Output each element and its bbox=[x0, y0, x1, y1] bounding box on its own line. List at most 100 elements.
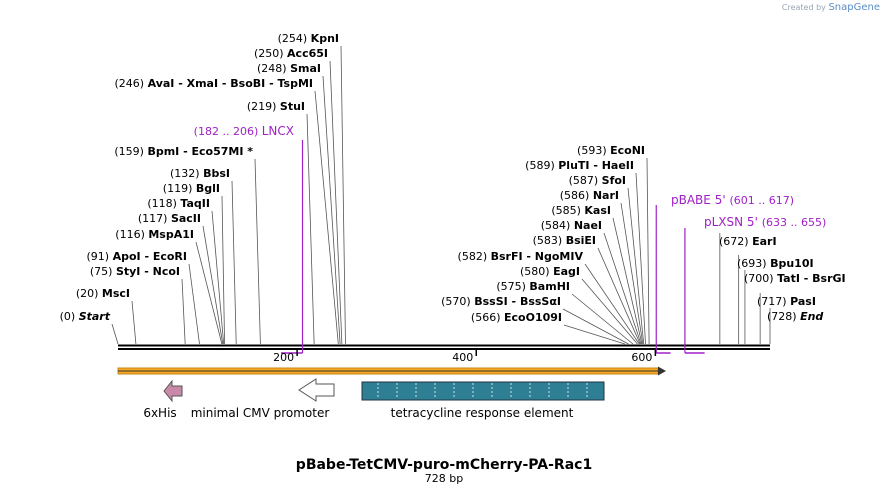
enzyme-label: (693) Bpu10I bbox=[737, 257, 814, 270]
tre-feature[interactable] bbox=[361, 381, 605, 401]
enzyme-site-18[interactable]: (580) EagI bbox=[520, 265, 638, 345]
enzyme-position: (586) bbox=[560, 189, 593, 202]
orf-arrow[interactable] bbox=[117, 366, 666, 376]
his-tag-label: 6xHis bbox=[143, 406, 176, 420]
enzyme-leader-line bbox=[211, 210, 225, 345]
tre-label: tetracycline response element bbox=[391, 406, 574, 420]
enzyme-leader-line bbox=[597, 247, 641, 345]
enzyme-name: BamHI bbox=[529, 280, 570, 293]
enzyme-site-22[interactable]: (585) KasI bbox=[551, 204, 643, 345]
enzyme-name: StyI - NcoI bbox=[116, 265, 180, 278]
primer-annotations: (182 .. 206) LNCX pBABE 5' (601 .. 617)pL… bbox=[194, 124, 827, 354]
enzyme-site-13[interactable]: (250) Acc65I bbox=[254, 47, 343, 345]
enzyme-label: (570) BssSI - BssSαI bbox=[441, 295, 561, 308]
enzyme-site-30[interactable]: (717) PasI bbox=[757, 293, 816, 344]
enzyme-site-17[interactable]: (575) BamHI bbox=[496, 280, 634, 345]
enzyme-site-1[interactable]: (20) MscI bbox=[76, 287, 137, 345]
enzyme-name: MscI bbox=[102, 287, 130, 300]
enzyme-leader-line bbox=[584, 263, 640, 345]
enzyme-site-8[interactable]: (132) BbsI bbox=[170, 167, 237, 345]
enzyme-leader-line bbox=[571, 293, 634, 345]
enzyme-label: (587) SfoI bbox=[569, 174, 626, 187]
enzyme-label: (248) SmaI bbox=[257, 62, 321, 75]
created-by-text: Created by bbox=[781, 3, 826, 12]
enzyme-position: (119) bbox=[163, 182, 196, 195]
enzyme-site-25[interactable]: (589) PluTI - HaeII bbox=[525, 159, 646, 345]
primer-range: (633 .. 655) bbox=[762, 216, 827, 229]
enzyme-site-4[interactable]: (116) MspA1I bbox=[115, 228, 223, 345]
enzyme-position: (582) bbox=[458, 250, 491, 263]
enzyme-site-20[interactable]: (583) BsiEI bbox=[533, 234, 641, 345]
enzyme-site-7[interactable]: (119) BglI bbox=[163, 182, 225, 345]
enzyme-position: (219) bbox=[247, 100, 280, 113]
enzyme-label: (117) SacII bbox=[138, 212, 201, 225]
enzyme-position: (248) bbox=[257, 62, 290, 75]
enzyme-name: EcoNI bbox=[610, 144, 645, 157]
enzyme-site-0[interactable]: (0) Start bbox=[60, 310, 119, 345]
enzyme-site-15[interactable]: (566) EcoO109I bbox=[471, 311, 626, 345]
enzyme-label: (20) MscI bbox=[76, 287, 130, 300]
enzyme-leader-line bbox=[563, 324, 626, 345]
enzyme-label: (585) KasI bbox=[551, 204, 611, 217]
enzyme-leader-line bbox=[181, 278, 186, 345]
enzyme-leader-line bbox=[627, 187, 645, 345]
enzyme-name: ApoI - EcoRI bbox=[113, 250, 187, 263]
enzyme-site-3[interactable]: (91) ApoI - EcoRI bbox=[87, 250, 200, 345]
enzyme-site-11[interactable]: (246) AvaI - XmaI - BsoBI - TspMI bbox=[115, 77, 339, 345]
his-tag-feature[interactable] bbox=[163, 379, 183, 403]
enzyme-name: KpnI bbox=[311, 32, 339, 45]
enzyme-label: (246) AvaI - XmaI - BsoBI - TspMI bbox=[115, 77, 314, 90]
enzyme-site-10[interactable]: (219) StuI bbox=[247, 100, 315, 345]
enzyme-name: NarI bbox=[593, 189, 619, 202]
enzyme-leader-line bbox=[195, 241, 223, 345]
enzyme-name: SacII bbox=[171, 212, 201, 225]
enzyme-label: (132) BbsI bbox=[170, 167, 230, 180]
enzyme-name: EagI bbox=[553, 265, 580, 278]
enzyme-site-26[interactable]: (593) EcoNI bbox=[577, 144, 650, 345]
enzyme-position: (132) bbox=[170, 167, 203, 180]
enzyme-site-24[interactable]: (587) SfoI bbox=[569, 174, 645, 345]
enzyme-site-2[interactable]: (75) StyI - NcoI bbox=[90, 265, 186, 345]
enzyme-site-21[interactable]: (584) NaeI bbox=[541, 219, 642, 345]
enzyme-leader-line bbox=[646, 157, 650, 345]
enzyme-position: (728) bbox=[767, 310, 800, 323]
enzyme-position: (672) bbox=[719, 235, 752, 248]
ruler-tick-label: 400 bbox=[452, 351, 473, 364]
primer-1[interactable]: pBABE 5' (601 .. 617) bbox=[655, 193, 794, 354]
enzyme-name: TatI - BsrGI bbox=[777, 272, 846, 285]
cmv-promoter-feature[interactable] bbox=[298, 378, 335, 402]
enzyme-site-14[interactable]: (254) KpnI bbox=[278, 32, 346, 345]
enzyme-label: (116) MspA1I bbox=[115, 228, 194, 241]
enzyme-site-29[interactable]: (700) TatI - BsrGI bbox=[744, 270, 846, 344]
primer-name: pLXSN 5' bbox=[704, 215, 762, 229]
enzyme-label: (118) TaqII bbox=[147, 197, 210, 210]
enzyme-site-28[interactable]: (693) Bpu10I bbox=[737, 255, 814, 344]
enzyme-position: (717) bbox=[757, 295, 790, 308]
enzyme-name: BpmI - Eco57MI * bbox=[147, 145, 253, 158]
enzyme-leader-line bbox=[231, 180, 237, 345]
enzyme-site-6[interactable]: (118) TaqII bbox=[147, 197, 225, 345]
enzyme-position: (250) bbox=[254, 47, 287, 60]
primer-0[interactable]: (182 .. 206) LNCX bbox=[194, 124, 304, 354]
enzyme-site-31[interactable]: (728) End bbox=[767, 308, 823, 344]
enzyme-label: (75) StyI - NcoI bbox=[90, 265, 180, 278]
enzyme-sites: (0) Start(20) MscI(75) StyI - NcoI(91) A… bbox=[60, 32, 846, 345]
enzyme-site-5[interactable]: (117) SacII bbox=[138, 212, 224, 345]
enzyme-site-23[interactable]: (586) NarI bbox=[560, 189, 644, 345]
enzyme-site-27[interactable]: (672) EarI bbox=[719, 233, 777, 344]
enzyme-label: (254) KpnI bbox=[278, 32, 339, 45]
primer-2[interactable]: pLXSN 5' (633 .. 655) bbox=[684, 215, 827, 354]
enzyme-position: (589) bbox=[525, 159, 558, 172]
enzyme-site-19[interactable]: (582) BsrFI - NgoMIV bbox=[458, 250, 640, 345]
enzyme-label: (250) Acc65I bbox=[254, 47, 328, 60]
enzyme-site-12[interactable]: (248) SmaI bbox=[257, 62, 341, 345]
enzyme-position: (246) bbox=[115, 77, 148, 90]
enzyme-leader-line bbox=[306, 113, 315, 345]
enzyme-label: (580) EagI bbox=[520, 265, 580, 278]
enzyme-site-9[interactable]: (159) BpmI - Eco57MI * bbox=[114, 145, 261, 345]
enzyme-leader-line bbox=[620, 202, 644, 345]
enzyme-leader-line bbox=[254, 158, 261, 345]
primer-name: pBABE 5' bbox=[671, 193, 729, 207]
enzyme-position: (91) bbox=[87, 250, 113, 263]
enzyme-site-16[interactable]: (570) BssSI - BssSαI bbox=[441, 295, 629, 345]
